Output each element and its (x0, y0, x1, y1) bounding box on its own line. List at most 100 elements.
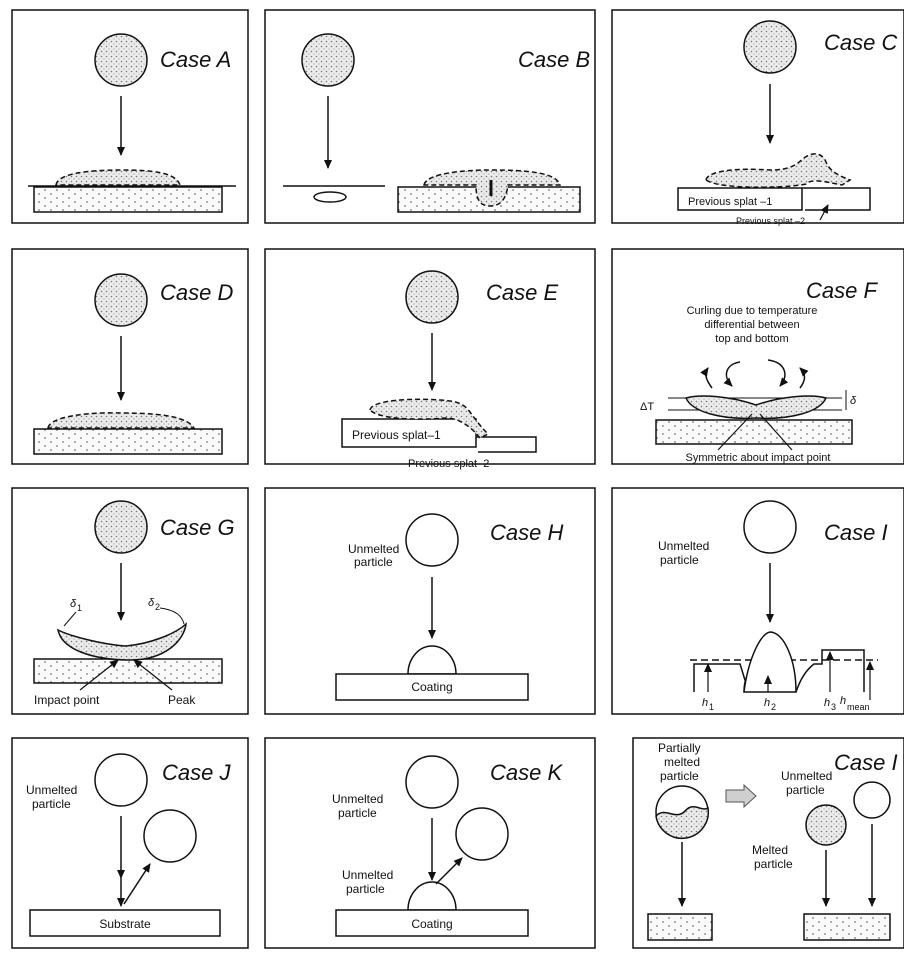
panel-case-i: Case I Unmelted particle h 1 h 2 h 3 h m… (611, 487, 904, 715)
panel-case-c: Case C Previous splat –1 Previous splat … (611, 9, 904, 226)
case-a-title: Case A (160, 47, 231, 72)
delta-1-sub: 1 (77, 603, 82, 613)
partially-melted-label-3: particle (660, 769, 699, 783)
symmetric-label: Symmetric about impact point (686, 452, 831, 464)
deposited-particle (407, 645, 457, 675)
delta-label: δ (850, 395, 857, 407)
case-c-title: Case C (824, 30, 897, 55)
unmelted-particle (743, 500, 797, 554)
cavity-icon (313, 191, 347, 203)
unmelted-label-2: particle (338, 806, 377, 820)
unmelted-label-2: particle (32, 797, 71, 811)
h1-sub: 1 (709, 702, 714, 712)
h1-label: h (702, 697, 708, 709)
melted-label-1: Melted (752, 843, 788, 857)
substrate (33, 186, 223, 213)
curling-label-line-3: top and bottom (715, 333, 788, 345)
curling-label-line-2: differential between (704, 319, 799, 331)
unmelted-label-1: Unmelted (26, 783, 77, 797)
case-d-title: Case D (160, 280, 233, 305)
coating (335, 909, 529, 937)
case-j-title: Case J (162, 760, 231, 785)
unmelted-label-1: Unmelted (332, 792, 383, 806)
unmelted-label-1: Unmelted (781, 769, 832, 783)
partially-melted-label-2: melted (664, 755, 700, 769)
rebound-arrow (435, 857, 463, 885)
unmelted-particle (94, 753, 148, 807)
substrate (33, 428, 223, 455)
unmelted-label-1: Unmelted (658, 539, 709, 553)
curl-arrow-right-icon (767, 359, 789, 387)
panel-case-l: Case I Partially melted particle Unmelte… (632, 737, 904, 949)
h3-sub: 3 (831, 702, 836, 712)
delta-1-label: δ (70, 598, 77, 610)
panel-case-k: Case K Unmelted particle Unmelted partic… (264, 737, 596, 949)
case-l-title: Case I (834, 750, 898, 775)
case-i-title: Case I (824, 520, 888, 545)
case-f-title: Case F (806, 278, 878, 303)
molten-particle (743, 20, 797, 74)
unmelted-label-2: particle (660, 553, 699, 567)
splat (705, 153, 852, 189)
previous-splat-1 (677, 187, 803, 211)
previous-splat-1-label: Previous splat–1 (352, 428, 441, 442)
melted-particle (805, 804, 847, 846)
previous-splat-2-label: Previous splat–2 (408, 458, 489, 470)
molten-particle (301, 33, 355, 87)
splat (56, 622, 187, 661)
panel-case-d: Case D (11, 248, 249, 465)
molten-particle (94, 500, 148, 554)
previous-splat-2-label: Previous splat –2 (736, 216, 805, 226)
case-g-title: Case G (160, 515, 235, 540)
unmelted-label-2: particle (786, 783, 825, 797)
impact-point-label: Impact point (34, 693, 100, 707)
h3-label: h (824, 697, 830, 709)
coating-label: Coating (411, 917, 452, 931)
rebounded-particle (143, 809, 197, 863)
unmelted-label-4: particle (346, 882, 385, 896)
substrate (803, 913, 891, 941)
curl-arrow-far-right-icon (799, 367, 809, 389)
case-k-title: Case K (490, 760, 563, 785)
hmean-sub: mean (847, 702, 870, 712)
molten-particle (94, 273, 148, 327)
panel-case-f: Case F Curling due to temperature differ… (611, 248, 904, 465)
panel-case-j: Case J Unmelted particle Substrate (11, 737, 249, 949)
splat (684, 395, 828, 420)
splat (369, 398, 490, 439)
deposited-particle (407, 881, 457, 911)
substrate (655, 419, 853, 445)
unmelted-label-2: particle (354, 555, 393, 569)
unmelted-label-3: Unmelted (342, 868, 393, 882)
h2-label: h (764, 697, 770, 709)
coating (335, 673, 529, 701)
hmean-label: h (840, 695, 846, 707)
case-h-title: Case H (490, 520, 563, 545)
molten-particle (405, 270, 459, 324)
case-e-title: Case E (486, 280, 558, 305)
partially-melted-particle (655, 806, 710, 840)
h2-sub: 2 (771, 702, 776, 712)
unmelted-particle (405, 755, 459, 809)
panel-case-e: Case E Previous splat–1 Previous splat–2 (264, 248, 596, 470)
case-b-title: Case B (518, 47, 590, 72)
peak-label: Peak (168, 693, 196, 707)
delta-2-sub: 2 (155, 602, 160, 612)
substrate (29, 909, 221, 937)
substrate (647, 913, 713, 941)
panel-case-b: Case B (264, 9, 596, 224)
splat (55, 169, 182, 186)
previous-splat-1 (341, 418, 477, 448)
rebounded-particle (455, 807, 509, 861)
unmelted-particle (405, 513, 459, 567)
melted-label-2: particle (754, 857, 793, 871)
splat (47, 412, 196, 429)
substrate-label: Substrate (99, 917, 151, 931)
curl-arrow-far-left-icon (700, 367, 713, 389)
panel-case-h: Case H Unmelted particle Coating (264, 487, 596, 715)
unmelted-label-1: Unmelted (348, 542, 399, 556)
transition-arrow-icon (725, 783, 757, 809)
unmelted-particle (853, 781, 891, 819)
substrate (33, 658, 223, 684)
